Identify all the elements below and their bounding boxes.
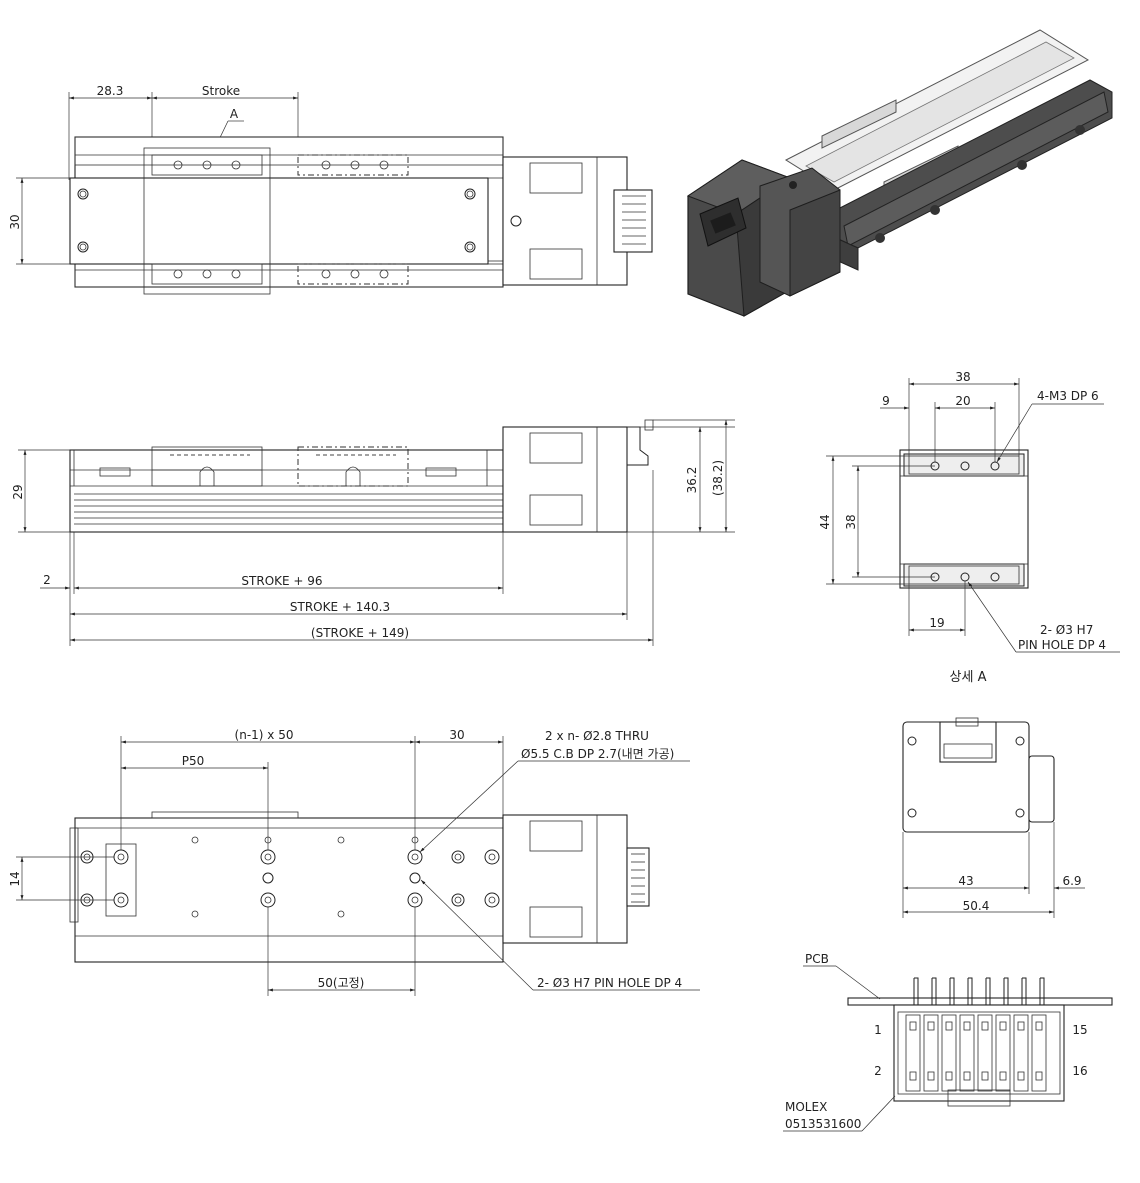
end-view: 43 6.9 50.4 [902, 717, 1085, 918]
dim-stroke-96-label: STROKE + 96 [241, 574, 322, 588]
dim-38-2-label: (38.2) [711, 460, 725, 496]
dim-14-label: 14 [8, 871, 22, 886]
tap-note-label: 4-M3 DP 6 [1037, 389, 1099, 403]
pin-note-label: 2- Ø3 H7 PIN HOLE DP 4 [537, 976, 682, 990]
dim-stroke-label: Stroke [202, 84, 240, 98]
dim-2-label: 2 [43, 573, 51, 587]
dim-stroke-140-label: STROKE + 140.3 [290, 600, 390, 614]
connector-detail: PCB 1 2 15 16 MOLEX 0513531600 [783, 952, 1113, 1132]
dim-38-side-label: 38 [844, 514, 858, 529]
hole-note-2-label: Ø5.5 C.B DP 2.7(내면 가공) [521, 747, 674, 761]
dim-50-fixed-label: 50(고정) [318, 976, 365, 990]
dim-38-top-label: 38 [955, 370, 970, 384]
dim-9-label: 9 [882, 394, 890, 408]
pcb-label: PCB [805, 952, 829, 966]
dim-29-label: 29 [11, 484, 25, 499]
dim-36-2-label: 36.2 [685, 467, 699, 494]
detail-a-caption: 상세 A [950, 670, 987, 685]
dim-50-4-label: 50.4 [963, 899, 990, 913]
dim-28-3-label: 28.3 [97, 84, 124, 98]
detail-a-view: 38 9 20 4-M3 DP 6 44 38 19 2- Ø3 H7 PIN … [818, 370, 1120, 685]
dim-stroke-149-label: (STROKE + 149) [311, 626, 409, 640]
product-3d-image [686, 29, 1113, 317]
pin-note-2-label: PIN HOLE DP 4 [1018, 638, 1106, 652]
dim-6-9-label: 6.9 [1062, 874, 1081, 888]
detail-a-label: A [230, 107, 239, 121]
maker-label: MOLEX [785, 1100, 827, 1114]
dim-30-right-label: 30 [449, 728, 464, 742]
hole-note-1-label: 2 x n- Ø2.8 THRU [545, 729, 649, 743]
dim-30-label: 30 [8, 214, 22, 229]
dim-p50-label: P50 [182, 754, 205, 768]
dim-43-label: 43 [958, 874, 973, 888]
side-view: 29 36.2 (38.2) 2 STROKE + 96 STROKE + 14… [11, 419, 735, 646]
part-number-label: 0513531600 [785, 1117, 861, 1131]
dim-19-label: 19 [929, 616, 944, 630]
top-view: 28.3 Stroke A [8, 84, 653, 295]
dim-20-label: 20 [955, 394, 970, 408]
dim-44-label: 44 [818, 514, 832, 529]
dim-pitch-label: (n-1) x 50 [235, 728, 294, 742]
pin-16-label: 16 [1072, 1064, 1087, 1078]
bottom-view: (n-1) x 50 30 P50 2 x n- Ø2.8 THRU Ø5.5 … [8, 728, 700, 996]
pin-1-label: 1 [874, 1023, 882, 1037]
pin-2-label: 2 [874, 1064, 882, 1078]
pin-15-label: 15 [1072, 1023, 1087, 1037]
pin-note-1-label: 2- Ø3 H7 [1040, 623, 1093, 637]
